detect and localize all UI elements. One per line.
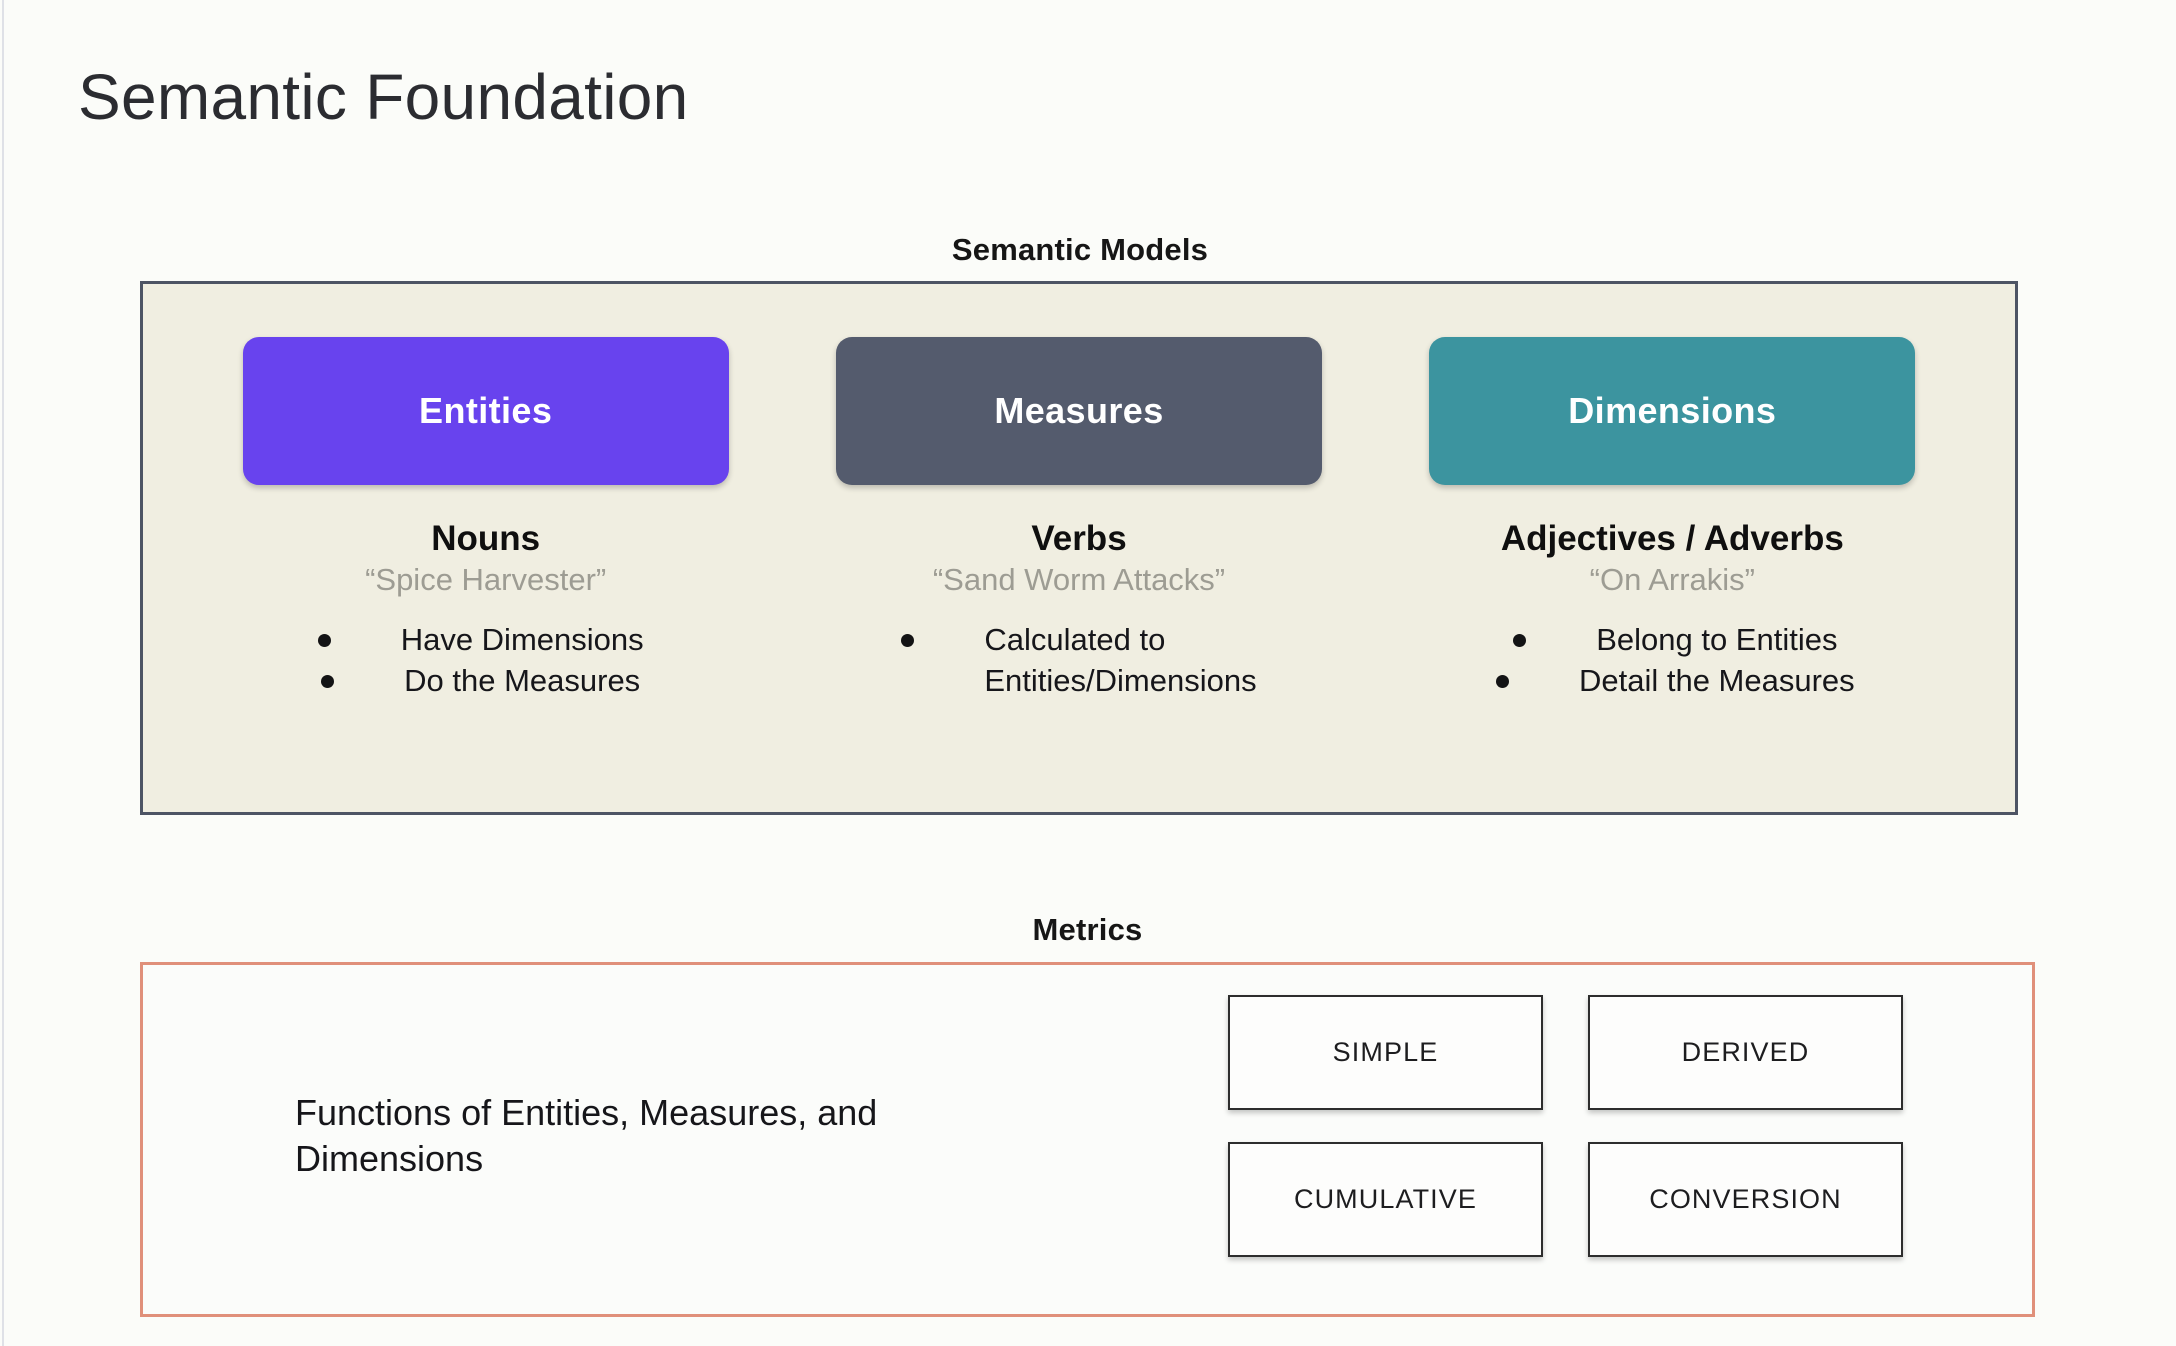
metrics-panel: Functions of Entities, Measures, and Dim… [140, 962, 2035, 1317]
semantic-column-measures: Measures Verbs “Sand Worm Attacks” Calcu… [782, 284, 1375, 812]
list-item: Have Dimensions [317, 620, 644, 661]
bullet-text: Belong to Entities [1596, 622, 1838, 658]
metric-type-cumulative[interactable]: CUMULATIVE [1228, 1142, 1543, 1257]
semantic-column-entities: Entities Nouns “Spice Harvester” Have Di… [189, 284, 782, 812]
measures-pill[interactable]: Measures [835, 337, 1322, 485]
bullet-dot-icon [1495, 675, 1509, 689]
semantic-models-panel: Entities Nouns “Spice Harvester” Have Di… [140, 281, 2018, 815]
metric-type-derived[interactable]: DERIVED [1588, 995, 1903, 1110]
bullet-dot-icon [321, 675, 335, 689]
entities-part-of-speech: Nouns [431, 519, 541, 558]
page-title: Semantic Foundation [78, 61, 689, 133]
metric-type-simple[interactable]: SIMPLE [1228, 995, 1543, 1110]
dimensions-example: “On Arrakis” [1589, 562, 1755, 598]
bullet-text: Have Dimensions [400, 622, 644, 658]
list-item: Do the Measures [321, 661, 640, 702]
bullet-text: Detail the Measures [1578, 663, 1855, 699]
measures-part-of-speech: Verbs [1031, 519, 1127, 558]
metrics-description: Functions of Entities, Measures, and Dim… [295, 1092, 878, 1180]
dimensions-pill[interactable]: Dimensions [1429, 337, 1916, 485]
dimensions-part-of-speech: Adjectives / Adverbs [1500, 519, 1844, 558]
semantic-models-caption: Semantic Models [951, 232, 1209, 267]
bullet-dot-icon [1513, 634, 1527, 648]
measures-example: “Sand Worm Attacks” [932, 562, 1226, 598]
measures-bullet-list: Calculated to Entities/Dimensions [782, 620, 1375, 702]
bullet-dot-icon [317, 634, 331, 648]
semantic-column-dimensions: Dimensions Adjectives / Adverbs “On Arra… [1376, 284, 1969, 812]
list-item: Belong to Entities [1513, 620, 1837, 661]
metrics-caption: Metrics [1032, 912, 1143, 947]
bullet-text: Do the Measures [404, 663, 641, 699]
list-item: Calculated to Entities/Dimensions [901, 620, 1257, 702]
metric-type-grid: SIMPLE DERIVED CUMULATIVE CONVERSION [1228, 995, 1903, 1257]
entities-pill[interactable]: Entities [242, 337, 729, 485]
metric-type-conversion[interactable]: CONVERSION [1588, 1142, 1903, 1257]
dimensions-bullet-list: Belong to Entities Detail the Measures [1376, 620, 1969, 702]
bullet-dot-icon [901, 634, 915, 648]
entities-example: “Spice Harvester” [365, 562, 607, 598]
semantic-models-columns: Entities Nouns “Spice Harvester” Have Di… [143, 284, 2015, 812]
bullet-text: Calculated to Entities/Dimensions [984, 622, 1257, 699]
list-item: Detail the Measures [1495, 661, 1855, 702]
entities-bullet-list: Have Dimensions Do the Measures [189, 620, 782, 702]
